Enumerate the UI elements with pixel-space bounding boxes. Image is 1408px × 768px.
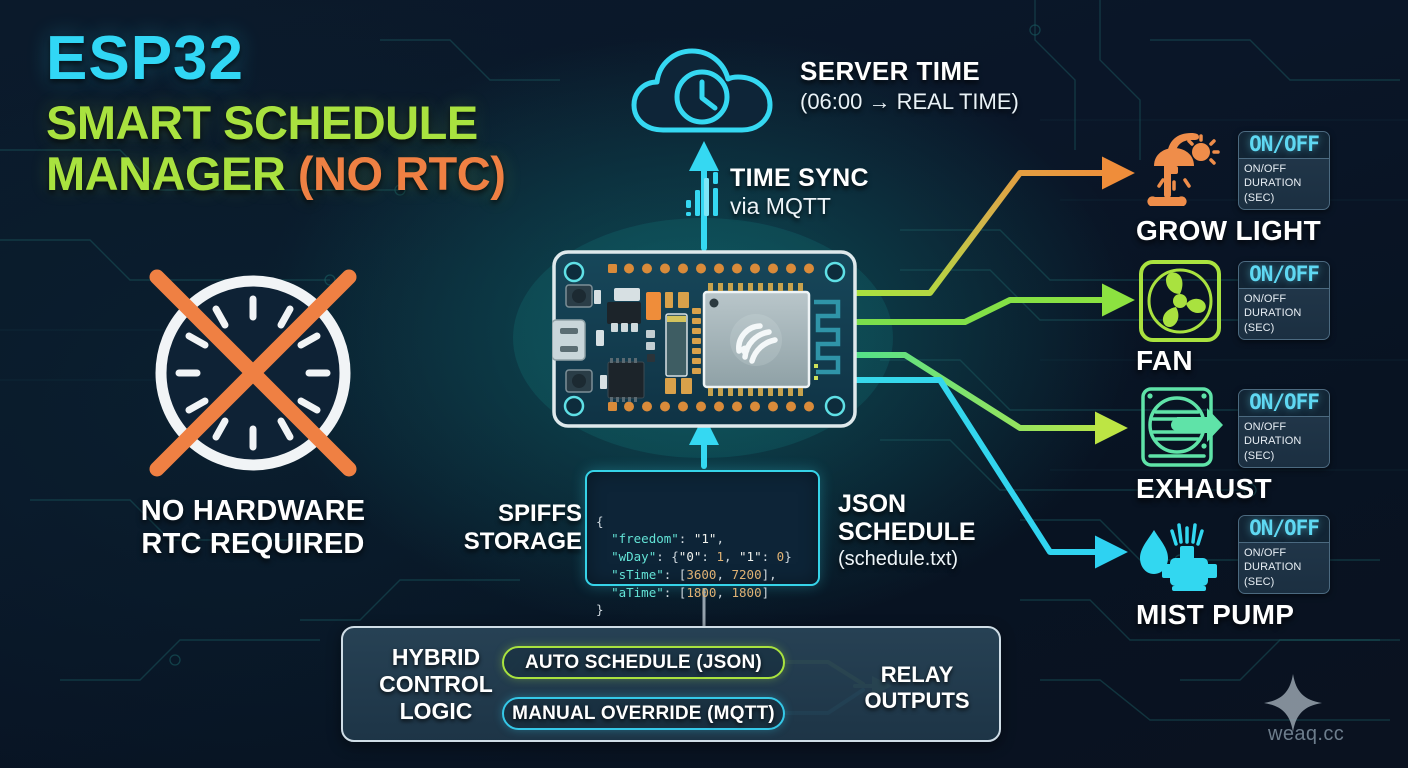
no-hardware-rtc-block: NO HARDWARE RTC REQUIRED [118, 268, 388, 561]
hybrid-control-panel: HYBRID CONTROL LOGIC AUTO SCHEDULE (JSON… [341, 626, 1001, 742]
spiffs-storage-label: SPIFFS STORAGE [452, 500, 582, 556]
fan-name: FAN [1136, 345, 1193, 376]
capacitor [646, 292, 661, 320]
title-manager-line: MANAGER (NO RTC) [46, 146, 506, 200]
pcb-antenna [814, 299, 841, 375]
grow-light-status-line1: ON/OFF [1244, 163, 1287, 176]
json-label-line1: JSON [838, 490, 907, 518]
time-sync-label: TIME SYNC via MQTT [730, 164, 869, 220]
page-title: ESP32 SMART SCHEDULE MANAGER (NO RTC) [46, 24, 506, 200]
fan-row: ON/OFF ON/OFF DURATION (SEC) [1136, 258, 1330, 343]
relay-outputs-line2: OUTPUTS [864, 687, 970, 713]
no-rtc-caption-line2: RTC REQUIRED [141, 528, 365, 561]
board-button-reset [565, 369, 593, 393]
no-rtc-caption: NO HARDWARE RTC REQUIRED [118, 495, 388, 561]
json-line: "wDay": {"0": 1, "1": 0} [611, 549, 792, 564]
water-pump-icon [1140, 523, 1217, 591]
json-line: "sTime": [3600, 7200], [611, 566, 777, 582]
hybrid-title-line1: HYBRID [391, 644, 481, 670]
server-time-label: SERVER TIME (06:00 → REAL TIME) [800, 56, 1019, 115]
server-time-title: SERVER TIME [800, 56, 981, 86]
fan-status-card[interactable]: ON/OFF ON/OFF DURATION (SEC) [1238, 261, 1330, 340]
fan-status-line2: DURATION (SEC) [1244, 307, 1302, 334]
exhaust-status-display: ON/OFF [1239, 390, 1329, 418]
mist-pump-status-line1: ON/OFF [1244, 547, 1287, 560]
sparkle-icon [1264, 674, 1322, 732]
exhaust-status-line2: DURATION (SEC) [1244, 435, 1302, 462]
spiffs-line2: STORAGE [463, 527, 582, 555]
grow-light-status-lines: ON/OFF DURATION (SEC) [1239, 159, 1329, 208]
mist-pump-status-line2: DURATION (SEC) [1244, 561, 1302, 588]
time-sync-title: TIME SYNC [730, 164, 869, 192]
fan-status-lines: ON/OFF DURATION (SEC) [1239, 289, 1329, 338]
exhaust-name: EXHAUST [1136, 473, 1272, 504]
grow-light-status-card[interactable]: ON/OFF ON/OFF DURATION (SEC) [1238, 131, 1330, 210]
manual-override-pill[interactable]: MANUAL OVERRIDE (MQTT) [502, 697, 785, 730]
mist-pump-name: MIST PUMP [1136, 599, 1295, 630]
pin-header-bottom [608, 401, 814, 412]
spiffs-line1: SPIFFS [497, 500, 582, 527]
relay-outputs-line1: RELAY [880, 662, 954, 687]
grow-light-status-line2: DURATION (SEC) [1244, 177, 1302, 204]
hybrid-title-line2: CONTROL [379, 671, 493, 698]
json-line: { [596, 513, 604, 529]
mist-pump-status-lines: ON/OFF DURATION (SEC) [1239, 543, 1329, 592]
json-label-line2: SCHEDULE [838, 518, 976, 546]
hybrid-title-line3: LOGIC [399, 698, 473, 725]
exhaust-row: ON/OFF ON/OFF DURATION (SEC) [1136, 386, 1330, 471]
fan-status-display: ON/OFF [1239, 262, 1329, 290]
hybrid-control-title: HYBRID CONTROL LOGIC [361, 644, 511, 725]
json-line: "aTime": [1800, 1800] [611, 584, 770, 600]
mist-pump-row: ON/OFF ON/OFF DURATION (SEC) [1136, 512, 1330, 597]
grow-light-row: ON/OFF ON/OFF DURATION (SEC) [1136, 128, 1330, 213]
cloud-clock-icon [630, 42, 780, 147]
json-line: "freedom": "1", [611, 531, 724, 547]
clock-crossed-icon [149, 269, 357, 477]
json-line: } [596, 602, 604, 618]
relay-outputs-label: RELAY OUTPUTS [851, 662, 983, 714]
title-no-rtc: (NO RTC) [297, 146, 506, 200]
usb-connector [551, 319, 586, 361]
title-esp32: ESP32 [46, 24, 245, 93]
signal-bars-icon [686, 172, 718, 216]
time-sync-subtitle: via MQTT [730, 193, 831, 219]
grow-light-name: GROW LIGHT [1136, 215, 1321, 246]
no-rtc-caption-line1: NO HARDWARE [140, 495, 366, 527]
connector-fan [849, 283, 1135, 325]
crystal [665, 313, 688, 377]
esp32-dev-board [551, 250, 857, 433]
pin-header-top [608, 263, 814, 274]
desk-lamp-icon [1147, 133, 1220, 206]
json-schedule-card: { "freedom": "1", "wDay": {"0": 1, "1": … [585, 470, 820, 617]
fan-status-line1: ON/OFF [1244, 293, 1287, 306]
exhaust-fan-icon [1141, 387, 1223, 467]
voltage-regulator [607, 302, 641, 324]
mist-pump-status-display: ON/OFF [1239, 516, 1329, 544]
exhaust-status-line1: ON/OFF [1244, 421, 1287, 434]
device-exhaust[interactable]: ON/OFF ON/OFF DURATION (SEC) EXHAUST [1136, 386, 1330, 505]
json-schedule-label: JSON SCHEDULE (schedule.txt) [838, 490, 976, 571]
device-mist-pump[interactable]: ON/OFF ON/OFF DURATION (SEC) MIST PUMP [1136, 512, 1330, 631]
json-label-file: (schedule.txt) [838, 548, 959, 570]
connector-exhaust [849, 352, 1128, 445]
exhaust-status-card[interactable]: ON/OFF ON/OFF DURATION (SEC) [1238, 389, 1330, 468]
exhaust-status-lines: ON/OFF DURATION (SEC) [1239, 417, 1329, 466]
mist-pump-status-card[interactable]: ON/OFF ON/OFF DURATION (SEC) [1238, 515, 1330, 594]
grow-light-status-display: ON/OFF [1239, 132, 1329, 160]
usb-uart-chip [607, 361, 645, 399]
json-code-block: { "freedom": "1", "wDay": {"0": 1, "1": … [596, 513, 809, 620]
connector-grow-light [849, 156, 1135, 296]
title-manager: MANAGER [46, 146, 298, 200]
board-button-boot [565, 284, 593, 308]
espressif-wifi-logo [730, 314, 782, 366]
auto-schedule-pill[interactable]: AUTO SCHEDULE (JSON) [502, 646, 785, 679]
cross-out-mark [149, 269, 357, 477]
title-smart-schedule: SMART SCHEDULE [46, 96, 478, 149]
device-fan[interactable]: ON/OFF ON/OFF DURATION (SEC) FAN [1136, 258, 1330, 377]
fan-icon [1139, 260, 1221, 342]
device-grow-light[interactable]: ON/OFF ON/OFF DURATION (SEC) GROW LIGHT [1136, 128, 1330, 247]
server-time-subtitle: (06:00 → REAL TIME) [800, 89, 1019, 114]
watermark-text: weaq.cc [1268, 723, 1345, 745]
